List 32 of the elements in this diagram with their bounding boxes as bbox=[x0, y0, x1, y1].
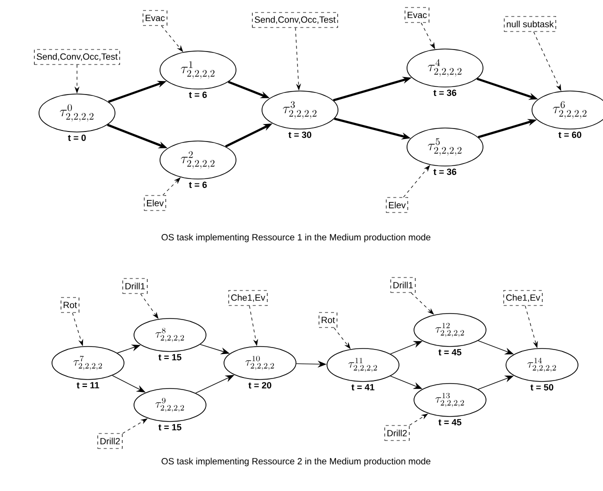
time-label: t = 20 bbox=[248, 382, 272, 388]
caption: OS task implementing Ressource 2 in the Medium production mode bbox=[162, 458, 430, 466]
time-label: t = 60 bbox=[558, 132, 582, 138]
time-label: t = 11 bbox=[76, 382, 100, 388]
time-label: t = 6 bbox=[188, 92, 207, 98]
time-label: t = 0 bbox=[68, 134, 86, 141]
time-label: t = 50 bbox=[530, 384, 554, 390]
resource-box: Drill2 bbox=[97, 433, 123, 449]
time-label: t = 15 bbox=[158, 424, 182, 430]
resource-box: Drill2 bbox=[384, 425, 410, 441]
time-label: t = 30 bbox=[288, 132, 312, 138]
resource-box: Evac bbox=[142, 10, 168, 26]
time-label: t = 36 bbox=[433, 168, 456, 175]
time-label: t = 6 bbox=[188, 182, 207, 188]
resource-box: Send,Conv,Occ,Test bbox=[34, 49, 120, 65]
time-label: t = 36 bbox=[433, 90, 456, 96]
resource-box: null subtask bbox=[504, 16, 556, 32]
resource-box: Che1,Ev bbox=[503, 290, 543, 306]
time-label: t = 15 bbox=[158, 354, 182, 360]
resource-box: Drill1 bbox=[390, 277, 416, 293]
time-label: t = 41 bbox=[351, 384, 374, 390]
resource-box: Elev bbox=[386, 197, 408, 213]
resource-box: Send,Conv,Occ,Test bbox=[252, 12, 338, 28]
resource-box: Elev bbox=[144, 195, 166, 211]
resource-box: Che1,Ev bbox=[228, 290, 268, 306]
resource-box: Rot bbox=[318, 312, 338, 328]
caption: OS task implementing Ressource 1 in the Medium production mode bbox=[162, 234, 430, 242]
resource-box: Drill1 bbox=[122, 278, 148, 294]
time-label: t = 45 bbox=[438, 349, 462, 356]
resource-box: Rot bbox=[60, 297, 80, 313]
resource-box: Evac bbox=[404, 7, 430, 23]
time-label: t = 45 bbox=[438, 419, 462, 426]
